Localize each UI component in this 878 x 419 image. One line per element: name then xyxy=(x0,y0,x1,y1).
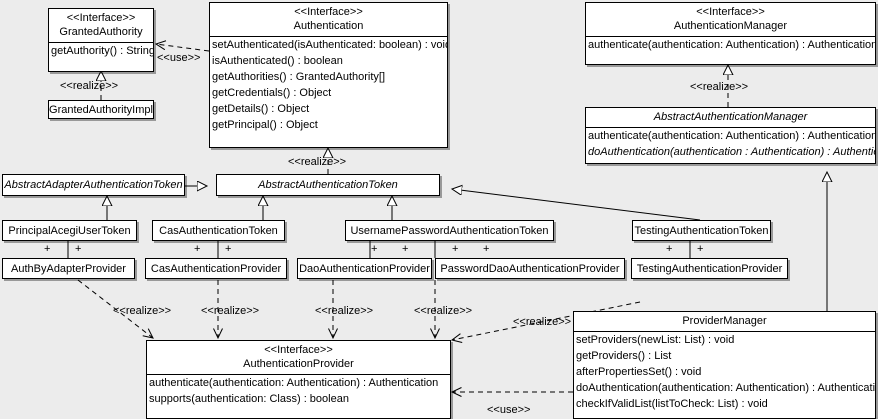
class-name-label: AbstractAuthenticationManager xyxy=(653,111,808,123)
operation-item: getDetails() : Object xyxy=(212,103,310,115)
edge-label-realize-authentication-manager: <<realize>> xyxy=(690,81,749,93)
class-header-authentication: <<Interface>> Authentication xyxy=(210,3,447,36)
compartment-divider xyxy=(586,36,875,37)
class-box-principal-acegi-user-token[interactable]: PrincipalAcegiUserToken xyxy=(2,220,137,241)
stereotype-label: <<Interface>> xyxy=(66,12,136,24)
class-name-label: GrantedAuthority xyxy=(59,26,143,38)
operation-item: afterPropertiesSet() : void xyxy=(576,366,702,378)
operation-item: setProviders(newList: List) : void xyxy=(576,334,735,346)
class-box-granted-authority[interactable]: <<Interface>> GrantedAuthority getAuthor… xyxy=(48,8,154,72)
class-box-provider-manager[interactable]: ProviderManager setProviders(newList: Li… xyxy=(573,311,876,419)
edge-label-realize-password-dao-provider: <<realize>> xyxy=(414,305,473,317)
edge-label-realize-dao-provider: <<realize>> xyxy=(315,305,374,317)
class-name-label: CasAuthenticationProvider xyxy=(150,262,282,275)
class-box-authentication-manager[interactable]: <<Interface>> AuthenticationManager auth… xyxy=(585,2,876,65)
class-header-authentication-provider: <<Interface>> AuthenticationProvider xyxy=(147,341,450,374)
edge-label-realize-cas-provider: <<realize>> xyxy=(201,305,260,317)
compartment-divider xyxy=(574,331,875,332)
class-name-label: CasAuthenticationToken xyxy=(159,224,278,237)
edge-label-use-granted-authority: <<use>> xyxy=(157,52,201,64)
class-name-label: AuthByAdapterProvider xyxy=(11,262,126,275)
stereotype-label: <<Interface>> xyxy=(264,344,333,356)
operations-compartment: authenticate(authentication: Authenticat… xyxy=(586,128,875,160)
operation-item-abstract: doAuthentication(authentication : Authen… xyxy=(588,146,875,158)
multiplicity-plus: + xyxy=(371,243,378,255)
multiplicity-plus: + xyxy=(697,243,704,255)
stereotype-label: <<Interface>> xyxy=(696,6,765,18)
class-box-auth-by-adapter-provider[interactable]: AuthByAdapterProvider xyxy=(2,258,135,279)
operation-item: getPrincipal() : Object xyxy=(212,119,318,131)
multiplicity-plus: + xyxy=(402,243,409,255)
class-name-label: Authentication xyxy=(293,20,364,32)
multiplicity-plus: + xyxy=(666,243,673,255)
class-name-label: TestingAuthenticationProvider xyxy=(636,262,783,275)
edge-label-realize-granted-authority-impl: <<realize>> xyxy=(60,80,119,92)
class-box-testing-authentication-token[interactable]: TestingAuthenticationToken xyxy=(632,220,771,241)
edge-authentication-uses-granted-authority xyxy=(154,40,210,52)
class-box-cas-authentication-token[interactable]: CasAuthenticationToken xyxy=(152,220,285,241)
compartment-divider xyxy=(210,36,447,37)
class-header-granted-authority: <<Interface>> GrantedAuthority xyxy=(49,9,153,42)
class-box-cas-authentication-provider[interactable]: CasAuthenticationProvider xyxy=(145,258,287,279)
class-box-granted-authority-impl[interactable]: GrantedAuthorityImpl xyxy=(48,100,154,119)
operation-item: checkIfValidList(listToCheck: List) : vo… xyxy=(576,398,768,410)
operation-item: authenticate(authentication: Authenticat… xyxy=(588,130,875,142)
edge-label-realize-provider-manager: <<realize>> xyxy=(513,316,572,328)
class-name-label: UsernamePasswordAuthenticationToken xyxy=(350,224,549,237)
class-name-label: PrincipalAcegiUserToken xyxy=(8,224,131,237)
class-box-password-dao-authentication-provider[interactable]: PasswordDaoAuthenticationProvider xyxy=(435,258,625,279)
operation-item: authenticate(authentication: Authenticat… xyxy=(149,377,439,389)
class-box-dao-authentication-provider[interactable]: DaoAuthenticationProvider xyxy=(297,258,432,279)
class-name-label: AuthenticationManager xyxy=(673,20,788,32)
class-box-abstract-authentication-token[interactable]: AbstractAuthenticationToken xyxy=(216,174,440,196)
compartment-divider xyxy=(49,42,153,43)
class-name-label: TestingAuthenticationToken xyxy=(634,224,769,237)
operation-item: getAuthorities() : GrantedAuthority[] xyxy=(212,71,386,83)
operation-item: isAuthenticated() : boolean xyxy=(212,55,343,67)
class-name-label: ProviderManager xyxy=(682,315,767,327)
multiplicity-plus: + xyxy=(452,243,459,255)
class-name-label: GrantedAuthorityImpl xyxy=(49,103,153,116)
class-name-label: AuthenticationProvider xyxy=(243,358,354,370)
operations-compartment: setAuthenticated(isAuthenticated: boolea… xyxy=(210,37,447,133)
operations-compartment: setProviders(newList: List) : void getPr… xyxy=(574,332,875,412)
compartment-divider xyxy=(586,127,875,128)
multiplicity-plus: + xyxy=(44,243,51,255)
class-box-testing-authentication-provider[interactable]: TestingAuthenticationProvider xyxy=(631,258,788,279)
stereotype-label: <<Interface>> xyxy=(294,6,363,18)
class-header-provider-manager: ProviderManager xyxy=(574,312,875,331)
edge-label-realize-auth-by-adapter: <<realize>> xyxy=(113,305,172,317)
class-name-label: PasswordDaoAuthenticationProvider xyxy=(440,262,620,275)
operations-compartment: getAuthority() : String xyxy=(49,43,153,59)
class-box-username-password-authentication-token[interactable]: UsernamePasswordAuthenticationToken xyxy=(345,220,554,241)
multiplicity-plus: + xyxy=(75,243,82,255)
class-header-authentication-manager: <<Interface>> AuthenticationManager xyxy=(586,3,875,36)
edge-label-use-provider-manager: <<use>> xyxy=(487,404,531,416)
operation-item: getAuthority() : String xyxy=(51,45,153,57)
operation-item: getProviders() : List xyxy=(576,350,672,362)
compartment-divider xyxy=(147,374,450,375)
edge-testing-token-extends xyxy=(452,189,701,221)
class-box-abstract-authentication-manager[interactable]: AbstractAuthenticationManager authentica… xyxy=(585,107,876,164)
class-box-abstract-adapter-authentication-token[interactable]: AbstractAdapterAuthenticationToken xyxy=(2,174,185,196)
operations-compartment: authenticate(authentication: Authenticat… xyxy=(147,375,450,407)
edge-label-realize-authentication-token: <<realize>> xyxy=(288,156,347,168)
class-name-label: AbstractAuthenticationToken xyxy=(258,179,398,191)
operation-item: getCredentials() : Object xyxy=(212,87,332,99)
operations-compartment: authenticate(authentication: Authenticat… xyxy=(586,37,875,53)
multiplicity-plus: + xyxy=(194,243,201,255)
operation-item: supports(authentication: Class) : boolea… xyxy=(149,393,349,405)
class-name-label: AbstractAdapterAuthenticationToken xyxy=(4,179,183,191)
multiplicity-plus: + xyxy=(225,243,232,255)
multiplicity-plus: + xyxy=(483,243,490,255)
operation-item: authenticate(authentication: Authenticat… xyxy=(588,39,875,51)
class-header-abstract-authentication-manager: AbstractAuthenticationManager xyxy=(586,108,875,127)
operation-item: doAuthentication(authentication: Authent… xyxy=(576,382,875,394)
operation-item: setAuthenticated(isAuthenticated: boolea… xyxy=(212,39,447,51)
class-box-authentication[interactable]: <<Interface>> Authentication setAuthenti… xyxy=(209,2,448,148)
class-name-label: DaoAuthenticationProvider xyxy=(299,262,430,275)
class-box-authentication-provider[interactable]: <<Interface>> AuthenticationProvider aut… xyxy=(146,340,451,419)
